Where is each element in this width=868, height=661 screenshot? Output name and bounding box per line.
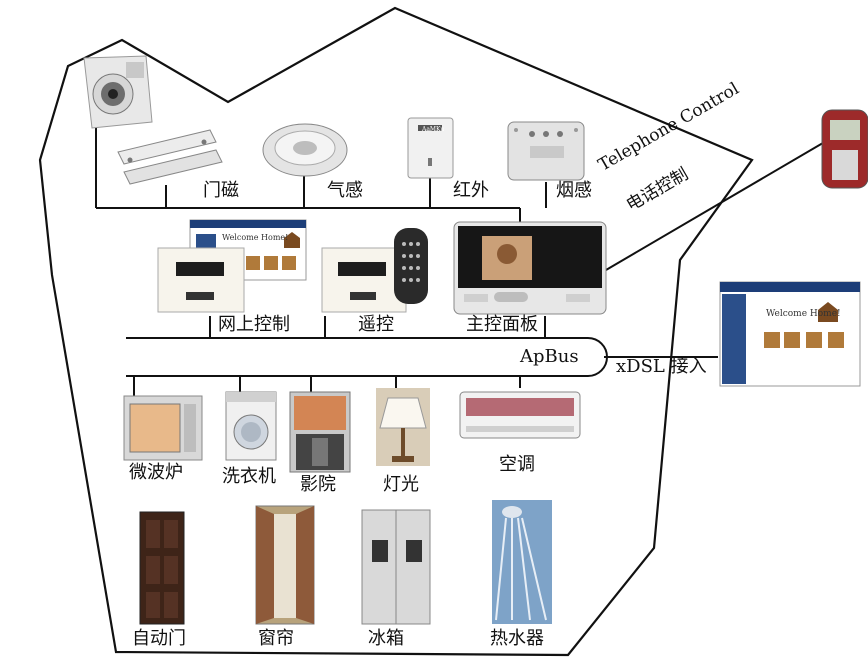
label-remote-control: 遥控	[358, 314, 394, 335]
label-main-panel: 主控面板	[466, 314, 538, 335]
label-door-magnet: 门磁	[203, 180, 239, 201]
remote-computer-screen	[719, 281, 861, 387]
web-screen-welcome-text: Welcome Home!	[222, 233, 289, 242]
label-auto-door: 自动门	[132, 628, 186, 649]
label-aircon: 空调	[499, 454, 535, 475]
water-heater-icon	[492, 500, 552, 624]
telephone-line	[605, 139, 829, 271]
label-gas-sensor: 气感	[327, 180, 363, 201]
infrared-sensor-icon	[407, 117, 454, 179]
mobile-phone-icon	[821, 109, 868, 189]
apbus-line	[126, 316, 718, 400]
curtain-icon	[255, 505, 315, 625]
sensor-bus	[95, 128, 547, 222]
label-water-heater: 热水器	[490, 628, 544, 649]
label-xdsl: xDSL 接入	[616, 356, 707, 377]
label-curtain: 窗帘	[258, 628, 294, 649]
air-conditioner-icon	[459, 391, 581, 439]
label-infrared: 红外	[453, 180, 489, 201]
main-panel-icon	[453, 221, 607, 315]
refrigerator-icon	[361, 509, 431, 625]
auto-door-icon	[139, 511, 185, 625]
label-fridge: 冰箱	[368, 628, 404, 649]
label-apbus: ApBus	[520, 346, 579, 367]
microwave-icon	[123, 395, 203, 461]
label-web-control: 网上控制	[218, 314, 290, 335]
label-light: 灯光	[383, 474, 419, 495]
label-smoke: 烟感	[556, 180, 592, 201]
label-washer: 洗衣机	[222, 466, 276, 487]
infrared-brand-logo: AaMKu	[422, 126, 445, 133]
remote-control-icon	[321, 228, 428, 313]
label-cinema: 影院	[300, 474, 336, 495]
home-cinema-icon	[289, 391, 351, 473]
door-magnet-icon	[117, 129, 223, 185]
web-control-icon	[157, 219, 307, 313]
lamp-icon	[376, 388, 430, 466]
camera-icon	[83, 55, 153, 129]
gas-sensor-icon	[262, 123, 348, 177]
remote-screen-welcome-text: Welcome Home!	[766, 309, 841, 319]
label-microwave: 微波炉	[129, 462, 183, 483]
smoke-sensor-icon	[507, 121, 585, 181]
house-outline	[38, 6, 754, 657]
washing-machine-icon	[225, 391, 277, 461]
